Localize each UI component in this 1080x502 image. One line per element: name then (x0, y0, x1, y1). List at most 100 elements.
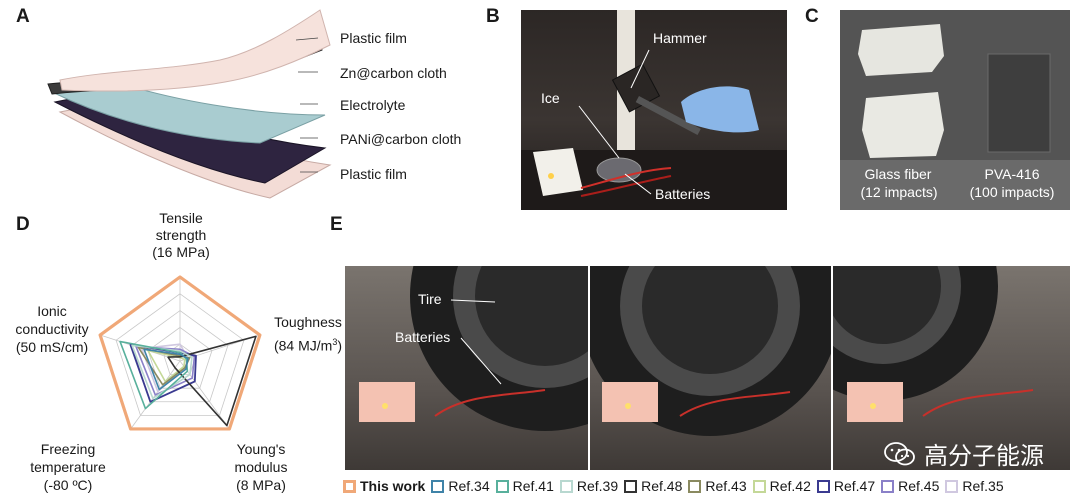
watermark-text: 高分子能源 (924, 442, 1044, 470)
radar-series-ref-42 (147, 349, 186, 383)
legend-label: This work (360, 478, 426, 494)
paper-screen (533, 148, 583, 196)
led-light (625, 403, 631, 409)
radar-series-ref-48 (167, 335, 257, 427)
legend-label: Ref.42 (769, 478, 811, 494)
led-light (548, 173, 554, 179)
battery-wires (679, 391, 791, 417)
legend-entry: Ref.45 (881, 478, 939, 494)
led-light (382, 403, 388, 409)
radar-axis-label-freezing-temperature: Freezing temperature (-80 ºC) (18, 440, 118, 494)
gloved-hand (681, 86, 759, 133)
legend-swatch (752, 479, 766, 493)
radar-axis-label-toughness: Toughness (84 MJ/m3) (263, 312, 353, 356)
legend-label: Ref.34 (448, 478, 490, 494)
legend-label: Ref.39 (576, 478, 619, 494)
axis-label-line: (84 MJ/m3) (263, 332, 353, 356)
radar-axis-label-tensile-strength: Tensile strength (16 MPa) (131, 210, 231, 261)
legend-swatch (881, 479, 895, 493)
radar-series-this-work (98, 275, 262, 431)
panel-a-label-zn-carbon-cloth: Zn@carbon cloth (340, 65, 447, 81)
legend-entry: Ref.35 (945, 478, 1004, 494)
panel-a-letter: A (16, 6, 30, 27)
battery-wires (922, 389, 1034, 417)
legend-swatch (431, 479, 445, 493)
panel-e-photo-frame-3 (833, 266, 1070, 470)
axis-label-line: (16 MPa) (152, 244, 210, 260)
axis-label-line: temperature (30, 459, 106, 475)
panel-c-label-pva-impacts: (100 impacts) (969, 184, 1055, 200)
legend-label: Ref.43 (705, 478, 747, 494)
legend-entry: Ref.39 (559, 478, 619, 494)
panel-c-label-pva: PVA-416 (984, 166, 1040, 182)
radar-series-ref-34 (143, 348, 189, 391)
panel-b-label-hammer: Hammer (653, 30, 707, 46)
axis-label-line: strength (155, 227, 207, 243)
legend-entry: Ref.47 (816, 478, 876, 494)
panel-a-label-electrolyte: Electrolyte (340, 97, 406, 113)
panel-a-illustration (47, 9, 332, 199)
panel-a-label-plastic-film-top: Plastic film (340, 30, 407, 46)
panel-b-label-ice: Ice (541, 90, 560, 106)
watermark: 高分子能源 (884, 436, 1044, 471)
legend-swatch (945, 479, 959, 493)
axis-label-line: (8 MPa) (236, 477, 286, 493)
panel-c-label-glass-fiber: Glass fiber (864, 166, 932, 182)
wechat-logo-icon (884, 441, 915, 465)
radar-axis-label-ionic-conductivity: Ionic conductivity (50 mS/cm) (2, 302, 102, 356)
legend-label: Ref.35 (962, 478, 1004, 494)
panel-c-photo (840, 10, 1070, 210)
legend-swatch (688, 479, 702, 493)
panel-e-letter: E (330, 214, 343, 235)
battery-wires (434, 389, 546, 417)
axis-label-part: ) (337, 337, 343, 354)
axis-label-line: Toughness (274, 314, 342, 330)
panel-b-letter: B (486, 6, 500, 27)
legend-label: Ref.41 (512, 478, 554, 494)
panel-a-label-plastic-film-bottom: Plastic film (340, 166, 407, 182)
legend-label: Ref.45 (898, 478, 940, 494)
panel-e-label-batteries: Batteries (395, 329, 451, 345)
axis-label-line: (50 mS/cm) (15, 339, 89, 355)
panel-b-label-batteries: Batteries (655, 186, 711, 202)
panel-e-photo-frame-2 (590, 266, 831, 470)
radar-chart-legend: This work Ref.34 Ref.41 Ref.39 Ref.48 Ref.43 R… (343, 474, 1010, 498)
axis-label-line: Young's (236, 441, 286, 457)
red-wires (580, 167, 672, 189)
radar-grid-ring (115, 293, 245, 416)
pva-416-film (987, 53, 1051, 153)
legend-swatch (624, 479, 638, 493)
axis-label-part: (84 MJ/m (273, 337, 333, 354)
light-box (602, 382, 658, 422)
legend-swatch (816, 479, 830, 493)
axis-label-superscript: 3 (332, 337, 338, 347)
legend-label: Ref.47 (833, 478, 876, 494)
axis-label-line: Ionic (37, 303, 67, 319)
legend-entry: Ref.48 (624, 478, 682, 494)
light-box (847, 382, 903, 422)
glass-fiber-piece-top (858, 24, 944, 76)
radar-axis-spoke (179, 360, 230, 430)
panel-a-label-pani-carbon-cloth: PANi@carbon cloth (340, 131, 462, 147)
panel-c-label-glass-fiber-impacts: (12 impacts) (860, 184, 938, 200)
legend-entry: Ref.43 (688, 478, 747, 494)
glass-fiber-piece-bottom (862, 92, 944, 158)
hammer-handle (635, 96, 701, 136)
legend-entry: This work (343, 478, 425, 494)
panel-e-photo-frame-1 (345, 266, 588, 470)
radar-axis-label-youngs-modulus: Young's modulus (8 MPa) (216, 440, 306, 494)
electrolyte-layer (50, 79, 326, 144)
panel-c-letter: C (805, 6, 819, 27)
legend-swatch (495, 479, 509, 493)
panel-d-letter: D (16, 214, 30, 235)
panel-b-photo (521, 10, 787, 210)
panel-e-label-tire: Tire (418, 291, 442, 307)
axis-label-line: (-80 ºC) (43, 477, 93, 493)
axis-label-line: conductivity (15, 321, 89, 337)
legend-entry: Ref.42 (752, 478, 811, 494)
radar-grid-ring (131, 310, 229, 403)
axis-label-line: modulus (234, 459, 288, 475)
light-box (359, 382, 415, 422)
legend-entry: Ref.34 (431, 478, 490, 494)
led-light (870, 403, 876, 409)
